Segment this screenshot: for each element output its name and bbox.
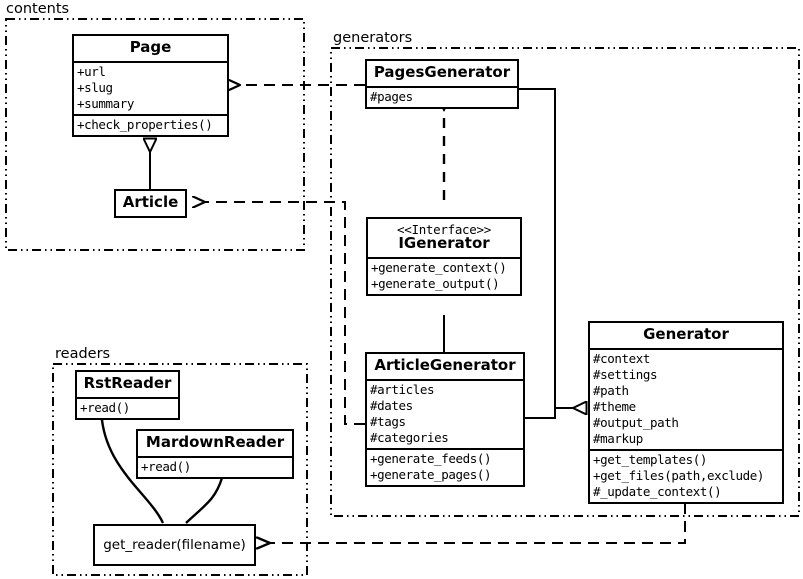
package-label-contents: contents [6, 1, 70, 17]
attribute-path: #path [593, 382, 629, 398]
package-label-generators: generators [333, 30, 413, 46]
function-label-get-reader: get_reader(filename) [103, 537, 246, 553]
class-box-rst-reader[interactable]: RstReader +read() [75, 370, 180, 420]
class-name-page: Page [129, 38, 172, 56]
class-name-text-igenerator: IGenerator [398, 234, 490, 253]
class-name-mardown-reader: MardownReader [145, 433, 285, 451]
attribute-settings: #settings [593, 366, 658, 382]
class-box-mardown-reader[interactable]: MardownReader +read() [136, 429, 294, 479]
attribute-summary: +summary [77, 95, 135, 111]
class-methods-rst-reader: +read() [77, 396, 178, 418]
method-check-properties: +check_properties() [77, 116, 213, 132]
class-stereotype-igenerator: <<Interface>> [397, 222, 491, 237]
attribute-markup: #markup [593, 430, 643, 446]
method-read-rst: +read() [80, 399, 130, 415]
edge-articlegenerator-generator [525, 408, 573, 419]
class-name-article-generator: ArticleGenerator [374, 356, 516, 374]
function-box-get-reader[interactable]: get_reader(filename) [93, 524, 256, 566]
class-attributes-generator: #context #settings #path #theme #output_… [590, 347, 782, 449]
method-generate-feeds: +generate_feeds() [370, 450, 492, 466]
attribute-context: #context [593, 350, 651, 366]
class-name-rst-reader: RstReader [83, 374, 172, 392]
attribute-output-path: #output_path [593, 414, 679, 430]
class-methods-article-generator: +generate_feeds() +generate_pages() [367, 447, 523, 485]
class-box-pages-generator[interactable]: PagesGenerator #pages [365, 59, 519, 109]
method-generate-context: +generate_context() [371, 259, 507, 275]
attribute-slug: +slug [77, 79, 113, 95]
class-box-page[interactable]: Page +url +slug +summary +check_properti… [72, 34, 229, 137]
method-generate-output: +generate_output() [371, 275, 500, 291]
edge-getreader-mardownreader [185, 478, 222, 524]
edge-pagesgenerator-generator [519, 88, 573, 409]
class-box-generator[interactable]: Generator #context #settings #path #them… [588, 321, 784, 504]
attribute-url: +url [77, 63, 106, 79]
class-methods-mardown-reader: +read() [138, 455, 292, 477]
attribute-categories: #categories [370, 429, 449, 445]
class-box-article[interactable]: Article [114, 189, 187, 218]
class-name-pages-generator: PagesGenerator [373, 63, 511, 81]
class-methods-page: +check_properties() [74, 113, 227, 135]
edge-generator-getreader [270, 503, 686, 543]
class-attributes-page: +url +slug +summary [74, 60, 227, 114]
class-box-article-generator[interactable]: ArticleGenerator #articles #dates #tags … [365, 352, 525, 487]
attribute-pages: #pages [370, 88, 413, 104]
attribute-tags: #tags [370, 413, 406, 429]
package-label-readers: readers [55, 346, 111, 362]
class-attributes-article-generator: #articles #dates #tags #categories [367, 378, 523, 448]
method-generate-pages: +generate_pages() [370, 466, 492, 482]
class-attributes-pages-generator: #pages [367, 85, 517, 107]
attribute-theme: #theme [593, 398, 636, 414]
attribute-dates: #dates [370, 397, 413, 413]
method-get-files: +get_files(path,exclude) [593, 467, 765, 483]
class-name-generator: Generator [643, 325, 729, 343]
class-name-article: Article [122, 193, 179, 211]
method-update-context: #_update_context() [593, 483, 722, 499]
class-methods-igenerator: +generate_context() +generate_output() [368, 256, 520, 294]
method-get-templates: +get_templates() [593, 451, 708, 467]
class-methods-generator: +get_templates() +get_files(path,exclude… [590, 448, 782, 502]
edge-articlegenerator-article [205, 202, 365, 425]
method-read-markdown: +read() [141, 458, 191, 474]
attribute-articles: #articles [370, 381, 435, 397]
class-box-igenerator[interactable]: <<Interface>> IGenerator +generate_conte… [366, 217, 522, 296]
class-name-igenerator: <<Interface>> IGenerator [368, 219, 520, 257]
